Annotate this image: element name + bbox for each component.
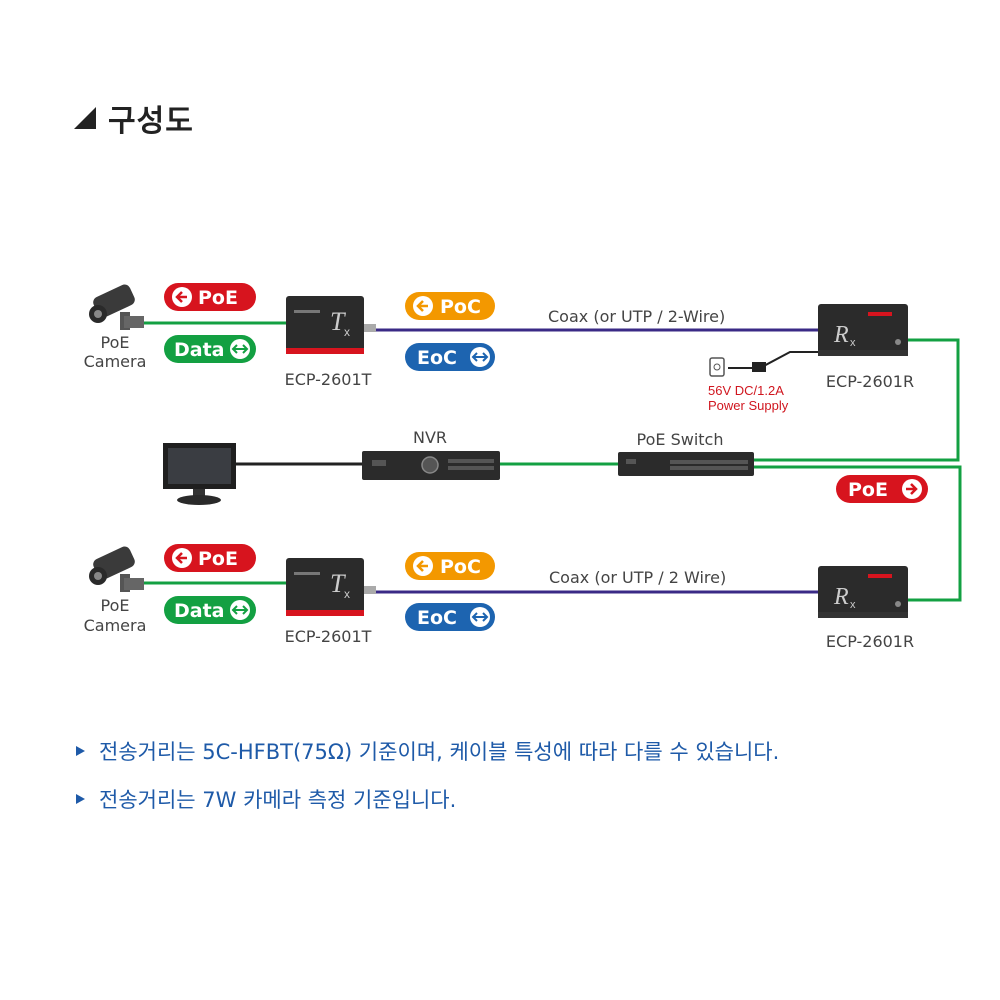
svg-text:EoC: EoC [417,607,457,629]
power-outlet-icon [709,357,725,377]
bidirectional-arrow-icon [231,344,249,354]
arrow-right-icon [906,483,918,495]
bidirectional-arrow-icon [231,605,249,615]
tx-device: T x [286,296,376,354]
bidirectional-arrow-icon [471,352,489,362]
nvr-device [362,451,500,480]
svg-text:Data: Data [174,600,225,622]
note-item: 전송거리는 5C-HFBT(75Ω) 기준이며, 케이블 특성에 따라 다를 수… [76,736,779,766]
camera-label-line2: Camera [84,352,147,371]
arrow-left-icon [175,291,187,303]
power-adapter-icon [752,362,766,372]
power-cable [728,351,822,369]
arrow-left-icon [175,552,187,564]
section-title: 구성도 [74,96,194,140]
note-text: 전송거리는 7W 카메라 측정 기준입니다. [99,788,457,812]
eoc-pill: EoC [405,343,495,371]
notes-list: 전송거리는 5C-HFBT(75Ω) 기준이며, 케이블 특성에 따라 다를 수… [76,736,779,832]
svg-text:T: T [330,307,346,336]
tx-model-label: ECP-2601T [285,627,372,646]
svg-text:Data: Data [174,339,225,361]
svg-text:PoC: PoC [440,556,481,578]
svg-text:R: R [833,584,849,610]
camera-label-line2: Camera [84,616,147,635]
switch-rx-cable-bottom [754,465,962,602]
rx-switch-cable-top [754,338,960,462]
power-supply-spec: 56V DC/1.2A [708,383,784,398]
camera-icon [89,284,144,330]
svg-text:x: x [344,325,350,339]
arrow-left-icon [416,300,428,312]
poe-pill-switch: PoE [836,475,928,503]
camera-label-line1: PoE [101,333,130,352]
poe-switch-label: PoE Switch [637,430,724,449]
poe-switch-device [618,452,754,476]
svg-text:x: x [344,587,350,601]
poe-pill: PoE [164,283,256,311]
coax-label-top: Coax (or UTP / 2-Wire) [548,307,725,326]
data-pill: Data [164,596,256,624]
arrow-left-icon [416,560,428,572]
camera-label-line1: PoE [101,596,130,615]
svg-text:x: x [850,599,856,611]
poc-pill: PoC [405,552,495,580]
bullet-triangle-icon [76,794,85,804]
svg-text:PoE: PoE [848,479,888,501]
rx-device: R x [818,304,908,356]
svg-text:PoE: PoE [198,548,238,570]
bidirectional-arrow-icon [471,612,489,622]
rx-device: R x [818,566,908,618]
triangle-marker-icon [74,107,96,129]
rx-model-label: ECP-2601R [826,372,914,391]
poc-pill: PoC [405,292,495,320]
power-supply-label: Power Supply [708,398,789,413]
svg-text:R: R [833,322,849,348]
eoc-pill: EoC [405,603,495,631]
nvr-label: NVR [413,428,447,447]
tx-model-label: ECP-2601T [285,370,372,389]
svg-text:T: T [330,569,346,598]
data-pill: Data [164,335,256,363]
bullet-triangle-icon [76,746,85,756]
tx-device: T x [286,558,376,616]
svg-text:EoC: EoC [417,347,457,369]
camera-icon [89,546,144,592]
monitor-icon [163,443,236,505]
rx-model-label: ECP-2601R [826,632,914,651]
note-text: 전송거리는 5C-HFBT(75Ω) 기준이며, 케이블 특성에 따라 다를 수… [99,740,780,764]
page-title: 구성도 [108,104,194,139]
poe-pill: PoE [164,544,256,572]
svg-text:PoC: PoC [440,296,481,318]
svg-text:x: x [850,337,856,349]
svg-text:PoE: PoE [198,287,238,309]
coax-label-bottom: Coax (or UTP / 2 Wire) [549,568,726,587]
note-item: 전송거리는 7W 카메라 측정 기준입니다. [76,784,779,814]
